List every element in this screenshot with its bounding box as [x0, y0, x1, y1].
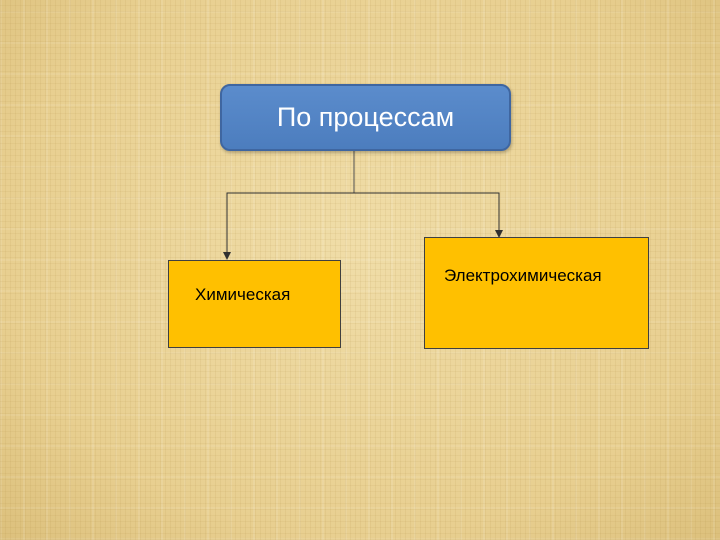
chemical-node: Химическая [168, 260, 341, 348]
electrochemical-node-label: Электрохимическая [444, 266, 602, 285]
chemical-node-label: Химическая [195, 285, 291, 304]
connector-to-chemical [223, 192, 354, 260]
root-node-label: По процессам [276, 102, 455, 132]
electrochemical-node: Электрохимическая [424, 237, 649, 349]
root-node: По процессам [220, 84, 511, 151]
connector-to-electrochemical [354, 192, 503, 238]
